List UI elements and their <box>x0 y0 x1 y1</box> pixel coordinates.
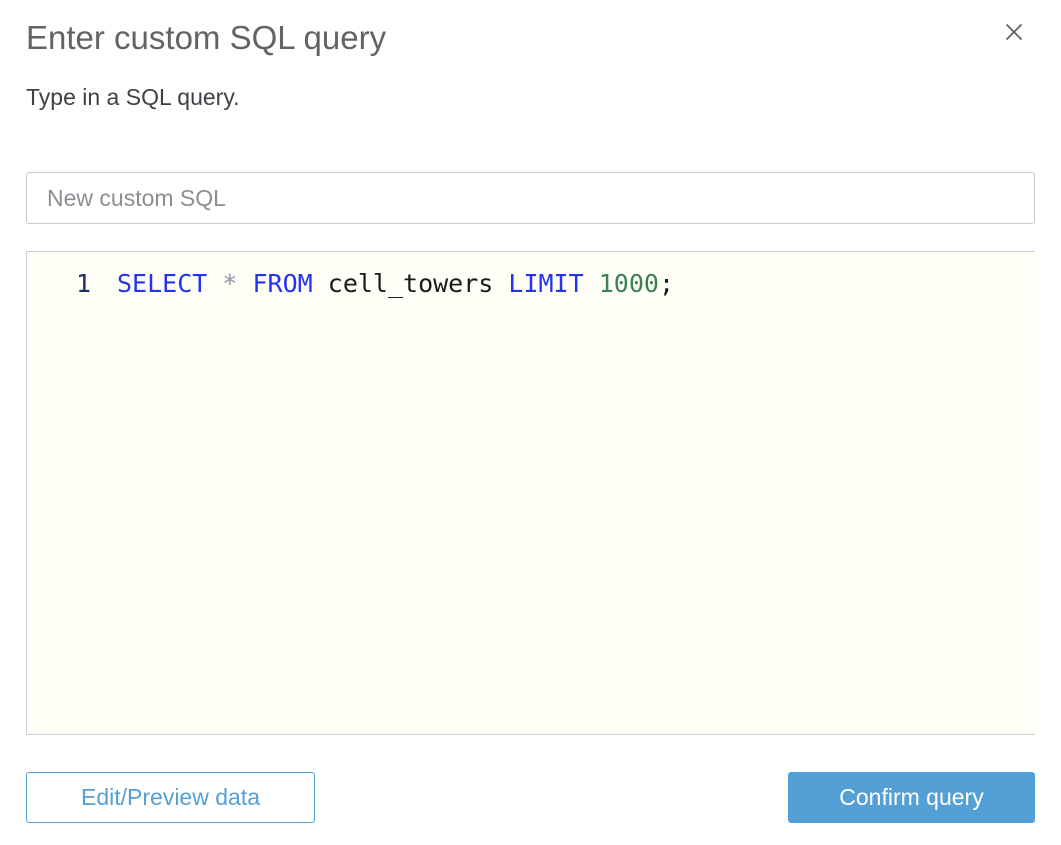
line-number: 1 <box>75 269 91 298</box>
sql-token-number: 1000 <box>598 269 659 298</box>
sql-token-plain <box>207 269 222 298</box>
sql-token-plain <box>584 269 599 298</box>
sql-token-keyword: LIMIT <box>508 269 584 298</box>
sql-code-editor[interactable]: 1 SELECT * FROM cell_towers LIMIT 1000; <box>26 251 1035 735</box>
close-icon <box>1006 24 1022 40</box>
sql-token-keyword: FROM <box>252 269 313 298</box>
sql-token-plain <box>237 269 252 298</box>
confirm-query-button[interactable]: Confirm query <box>788 772 1035 823</box>
sql-token-keyword: SELECT <box>117 269 208 298</box>
sql-token-plain: ; <box>658 269 674 298</box>
sql-token-operator: * <box>222 269 238 298</box>
edit-preview-data-button[interactable]: Edit/Preview data <box>26 772 315 823</box>
sql-token-plain: cell_towers <box>312 269 509 298</box>
code-content: SELECT * FROM cell_towers LIMIT 1000; <box>117 268 674 300</box>
dialog-subtitle: Type in a SQL query. <box>26 84 240 110</box>
close-button[interactable] <box>1003 20 1027 44</box>
dialog-title: Enter custom SQL query <box>26 19 387 56</box>
code-line: 1 SELECT * FROM cell_towers LIMIT 1000; <box>27 268 1035 300</box>
custom-sql-name-input[interactable] <box>26 172 1035 224</box>
editor-lines: 1 SELECT * FROM cell_towers LIMIT 1000; <box>27 268 1035 300</box>
